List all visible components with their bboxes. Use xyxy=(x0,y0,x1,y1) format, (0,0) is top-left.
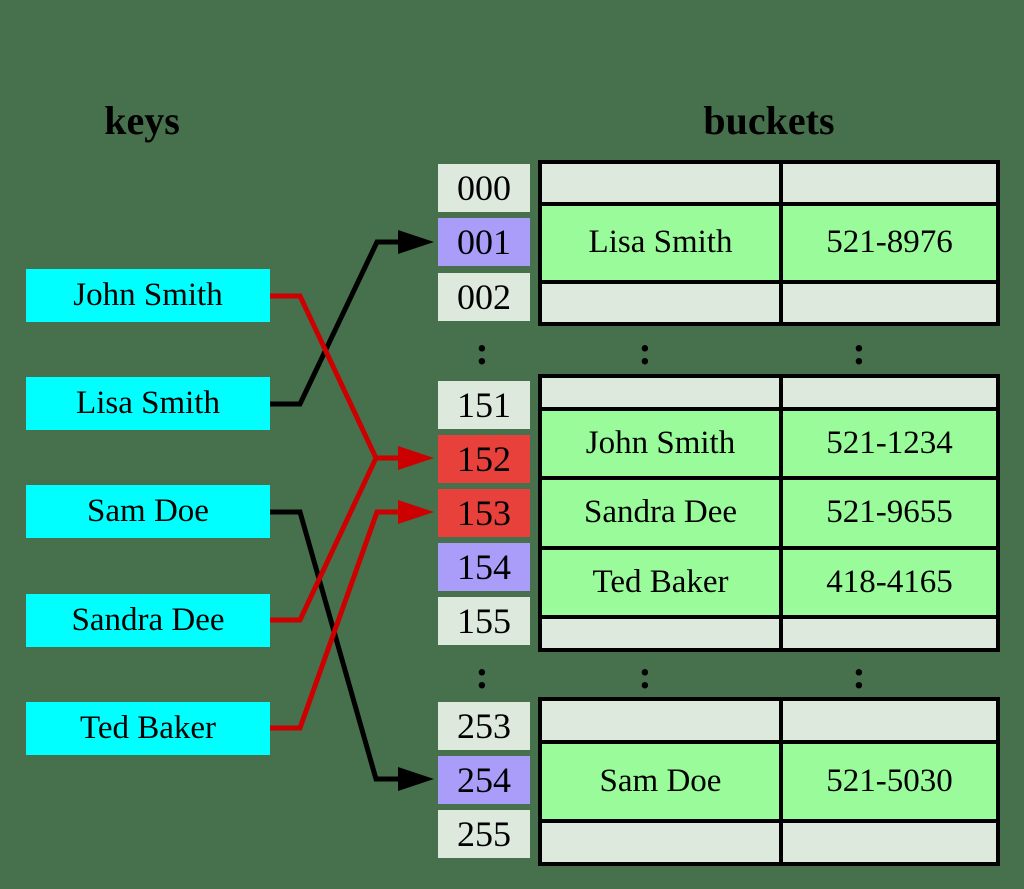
index-cell-153: 153 xyxy=(438,489,530,537)
index-cell-000: 000 xyxy=(438,164,530,212)
index-cell-154: 154 xyxy=(438,543,530,591)
bucket-name-154: Ted Baker xyxy=(542,549,779,616)
bucket-phone-253 xyxy=(783,701,996,740)
ellipsis-index-bottom: : xyxy=(475,652,489,697)
bucket-name-152: John Smith xyxy=(542,410,779,477)
index-cell-253: 253 xyxy=(438,702,530,750)
bucket-phone-154: 418-4165 xyxy=(783,549,996,616)
arrowhead-152 xyxy=(398,446,434,470)
index-cell-155: 155 xyxy=(438,597,530,645)
index-cell-001: 001 xyxy=(438,218,530,266)
arrowhead-153 xyxy=(398,500,434,524)
ellipsis-name-top: : xyxy=(638,328,652,373)
index-cell-152: 152 xyxy=(438,435,530,483)
arrow-lisa-smith-to-001 xyxy=(270,239,402,407)
ellipsis-name-bottom: : xyxy=(638,652,652,697)
index-cell-255: 255 xyxy=(438,810,530,858)
bucket-table-151-155: John Smith 521-1234 Sandra Dee 521-9655 … xyxy=(538,374,1000,652)
index-cell-151: 151 xyxy=(438,381,530,429)
bucket-name-151 xyxy=(542,378,779,407)
arrowhead-001 xyxy=(398,230,434,254)
arrow-ted-baker-to-153 xyxy=(270,509,402,731)
arrowhead-254 xyxy=(398,767,434,791)
ellipsis-phone-bottom: : xyxy=(852,652,866,697)
bucket-name-153: Sandra Dee xyxy=(542,480,779,546)
keys-title: keys xyxy=(104,98,180,143)
key-box-sam-doe: Sam Doe xyxy=(26,485,270,538)
key-box-john-smith: John Smith xyxy=(26,269,270,322)
index-cell-002: 002 xyxy=(438,273,530,321)
bucket-phone-002 xyxy=(783,284,996,322)
arrow-sandra-dee-to-152 xyxy=(270,456,379,623)
key-box-ted-baker: Ted Baker xyxy=(26,702,270,755)
arrow-sam-doe-to-254 xyxy=(270,509,402,782)
bucket-phone-153: 521-9655 xyxy=(783,480,996,546)
bucket-phone-151 xyxy=(783,378,996,407)
buckets-title: buckets xyxy=(703,98,835,143)
bucket-phone-255 xyxy=(783,823,996,862)
bucket-phone-254: 521-5030 xyxy=(783,743,996,820)
bucket-name-255 xyxy=(542,823,779,862)
bucket-phone-155 xyxy=(783,619,996,648)
index-cell-254: 254 xyxy=(438,756,530,804)
bucket-table-000-002: Lisa Smith 521-8976 xyxy=(538,160,1000,326)
bucket-name-155 xyxy=(542,619,779,648)
bucket-phone-001: 521-8976 xyxy=(783,205,996,281)
bucket-phone-000 xyxy=(783,164,996,202)
ellipsis-phone-top: : xyxy=(852,328,866,373)
bucket-phone-152: 521-1234 xyxy=(783,410,996,477)
bucket-name-253 xyxy=(542,701,779,740)
bucket-name-000 xyxy=(542,164,779,202)
bucket-name-002 xyxy=(542,284,779,322)
key-box-sandra-dee: Sandra Dee xyxy=(26,594,270,647)
bucket-table-253-255: Sam Doe 521-5030 xyxy=(538,697,1000,866)
arrow-john-smith-to-152 xyxy=(270,293,402,461)
ellipsis-index-top: : xyxy=(475,328,489,373)
key-box-lisa-smith: Lisa Smith xyxy=(26,377,270,430)
bucket-name-254: Sam Doe xyxy=(542,743,779,820)
bucket-name-001: Lisa Smith xyxy=(542,205,779,281)
